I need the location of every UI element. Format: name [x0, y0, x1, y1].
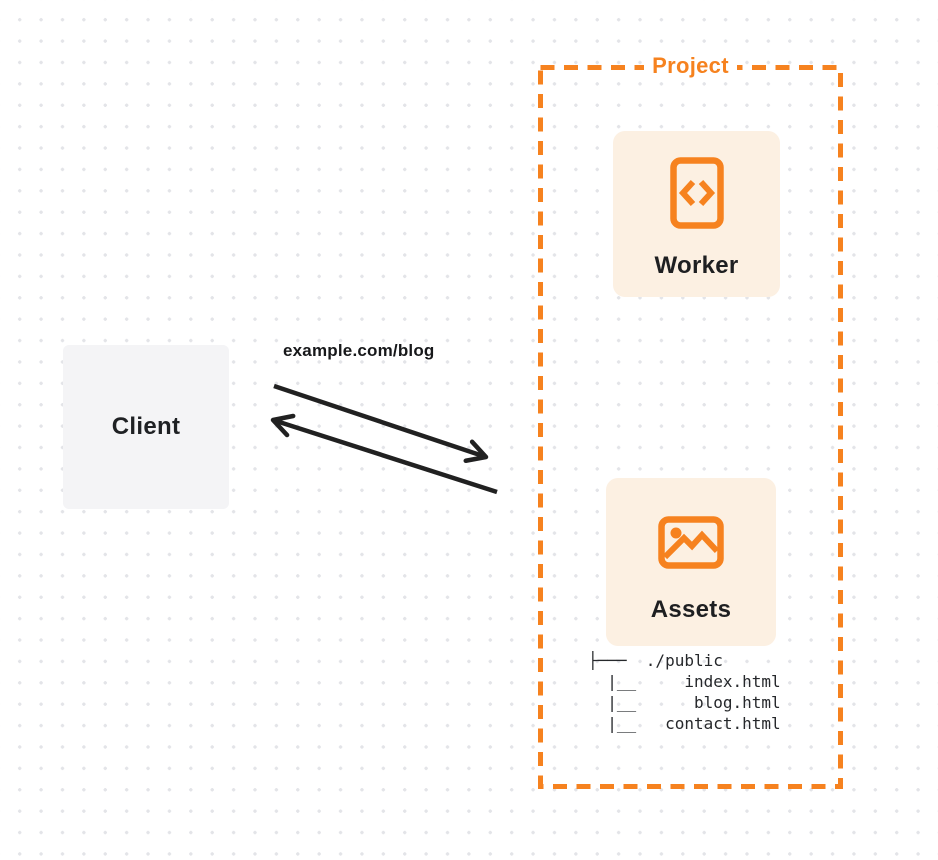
- file-tree-line: ├─── ./public: [588, 651, 723, 670]
- file-tree-line: |__ contact.html: [588, 714, 781, 733]
- worker-label: Worker: [654, 252, 739, 279]
- worker-node: Worker: [613, 131, 780, 297]
- code-file-icon: [669, 157, 724, 229]
- image-icon: [658, 516, 724, 569]
- client-node: Client: [63, 345, 229, 509]
- assets-label: Assets: [650, 596, 732, 623]
- request-arrow: [273, 383, 489, 464]
- file-tree-line: |__ index.html: [588, 672, 781, 691]
- client-label: Client: [111, 413, 181, 440]
- request-url-label: example.com/blog: [283, 341, 435, 360]
- file-tree-line: |__ blog.html: [588, 693, 781, 712]
- assets-node: Assets: [606, 478, 776, 646]
- response-arrow: [270, 413, 498, 495]
- assets-file-tree: ├─── ./public |__ index.html |__ blog.ht…: [588, 650, 781, 734]
